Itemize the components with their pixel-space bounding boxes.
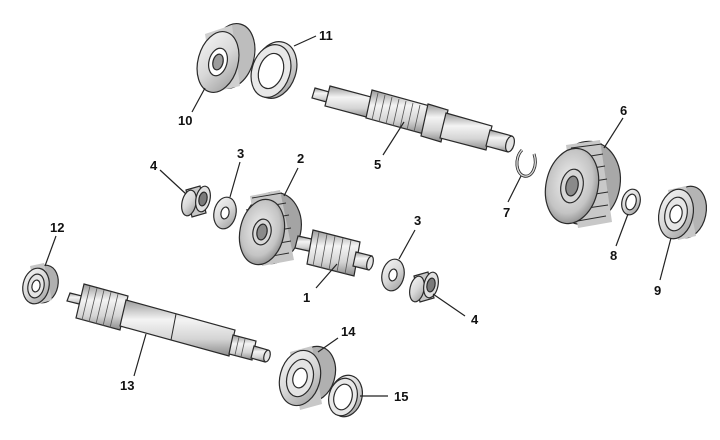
shaft-part-5	[311, 85, 515, 153]
leader-1	[315, 263, 338, 289]
callout-8: 8	[610, 248, 617, 263]
leader-4-left	[159, 169, 187, 195]
bearing-part-9	[657, 185, 708, 240]
callout-13: 13	[120, 378, 134, 393]
bearing-part-10	[196, 23, 256, 93]
needle-bearing-part-4-right	[409, 271, 439, 303]
callout-4-left: 4	[150, 158, 158, 173]
leader-10	[191, 87, 206, 113]
callout-9: 9	[654, 283, 661, 298]
callout-1: 1	[303, 290, 310, 305]
gear-part-2	[238, 190, 302, 266]
shaft-part-13	[66, 283, 271, 363]
shaft-part-5-splines	[371, 92, 421, 133]
leader-13	[133, 333, 147, 377]
leader-11	[293, 35, 317, 47]
callout-12: 12	[50, 220, 64, 235]
oil-seal-part-11	[250, 41, 298, 99]
bearing-part-14	[278, 345, 337, 410]
oil-seal-part-15	[328, 374, 363, 418]
leader-9	[659, 237, 672, 281]
callout-15: 15	[394, 389, 408, 404]
leader-3-left	[229, 161, 241, 198]
callout-4-right: 4	[471, 312, 479, 327]
callout-11: 11	[319, 28, 333, 43]
washer-part-8	[621, 188, 641, 216]
leader-4-right	[432, 293, 466, 317]
leader-3-right	[398, 229, 416, 260]
callout-10: 10	[178, 113, 192, 128]
leader-6	[603, 117, 624, 149]
pinion-shaft-part-1-teeth	[312, 231, 352, 275]
callout-2: 2	[297, 151, 304, 166]
gear-part-6	[544, 140, 621, 228]
callout-3-right: 3	[414, 213, 421, 228]
leader-14	[317, 337, 339, 353]
pinion-shaft-part-1	[294, 229, 374, 277]
callout-14: 14	[341, 324, 356, 339]
callout-5: 5	[374, 157, 381, 172]
leader-8	[615, 213, 629, 247]
washer-part-3-left	[213, 196, 237, 230]
leader-lines	[44, 35, 672, 397]
callout-labels: 1 2 3 3 4 4 5 6 7 8 9 10 11 12 13 14 15	[50, 28, 661, 404]
bearing-part-12	[22, 263, 59, 305]
callout-7: 7	[503, 205, 510, 220]
leader-5	[382, 121, 405, 156]
circlip-part-7	[515, 148, 537, 178]
callout-6: 6	[620, 103, 627, 118]
leader-2	[283, 167, 299, 197]
callout-3-left: 3	[237, 146, 244, 161]
leader-7	[507, 175, 522, 203]
needle-bearing-part-4-left	[181, 185, 211, 218]
shaft-part-13-splines	[81, 285, 119, 329]
washer-part-3-right	[381, 258, 405, 292]
leader-12	[44, 235, 57, 267]
